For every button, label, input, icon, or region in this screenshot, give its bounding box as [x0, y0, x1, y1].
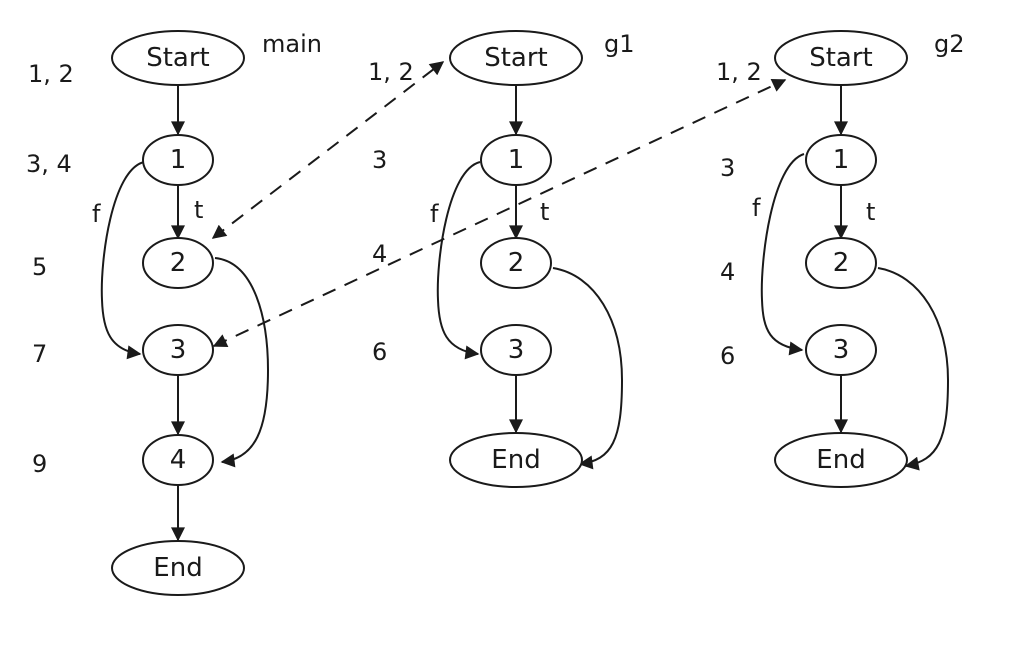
- line-label: 9: [32, 450, 47, 478]
- edge-1-to-3: [100, 161, 145, 360]
- svg-text:Start: Start: [146, 43, 210, 73]
- graph-main: main 1, 2 3, 4 5 7 9 t f Start 1 2 3: [26, 30, 322, 596]
- node-2: 2: [480, 237, 552, 289]
- node-end: End: [774, 432, 908, 488]
- node-2: 2: [142, 237, 214, 289]
- line-label: 6: [372, 338, 387, 366]
- svg-text:End: End: [153, 553, 202, 583]
- node-1: 1: [805, 134, 877, 186]
- svg-text:1: 1: [170, 145, 187, 175]
- node-start: Start: [449, 30, 583, 86]
- node-3: 3: [805, 324, 877, 376]
- line-label: 7: [32, 340, 47, 368]
- node-start: Start: [774, 30, 908, 86]
- graph-g2: g2 1, 2 3 4 6 t f Start 1 2 3 End: [716, 30, 965, 488]
- edge-label-true: t: [194, 196, 203, 224]
- edge-label-false: f: [430, 200, 439, 228]
- svg-text:1: 1: [833, 145, 850, 175]
- node-start: Start: [111, 30, 245, 86]
- edge-2-to-end: [877, 267, 950, 471]
- node-1: 1: [142, 134, 214, 186]
- svg-text:2: 2: [508, 248, 525, 278]
- edge-label-true: t: [866, 198, 875, 226]
- call-edge-main-2-to-g1-start: [211, 61, 445, 239]
- svg-text:2: 2: [833, 248, 850, 278]
- svg-text:3: 3: [170, 335, 187, 365]
- node-end: End: [449, 432, 583, 488]
- edge-2-to-4: [214, 257, 270, 468]
- svg-text:Start: Start: [484, 43, 548, 73]
- line-label: 1, 2: [28, 60, 74, 88]
- line-label: 5: [32, 253, 47, 281]
- node-end: End: [111, 540, 245, 596]
- edge-label-true: t: [540, 198, 549, 226]
- node-3: 3: [480, 324, 552, 376]
- graph-title-g2: g2: [934, 30, 965, 58]
- line-label: 4: [720, 258, 735, 286]
- line-label: 4: [372, 240, 387, 268]
- node-4: 4: [142, 434, 214, 486]
- svg-text:3: 3: [833, 335, 850, 365]
- svg-text:End: End: [816, 445, 865, 475]
- node-2: 2: [805, 237, 877, 289]
- node-1: 1: [480, 134, 552, 186]
- svg-text:Start: Start: [809, 43, 873, 73]
- line-label: 3: [372, 146, 387, 174]
- svg-text:4: 4: [170, 445, 187, 475]
- node-3: 3: [142, 324, 214, 376]
- line-label: 1, 2: [368, 58, 414, 86]
- line-label: 1, 2: [716, 58, 762, 86]
- edge-2-to-end: [552, 267, 624, 470]
- graph-g1: g1 1, 2 3 4 6 t f Start 1 2 3 End: [368, 30, 635, 488]
- line-label: 6: [720, 342, 735, 370]
- line-label: 3, 4: [26, 150, 72, 178]
- graph-title-g1: g1: [604, 30, 635, 58]
- edge-1-to-3: [760, 153, 805, 356]
- graph-title-main: main: [262, 30, 322, 58]
- edge-label-false: f: [752, 194, 761, 222]
- svg-text:1: 1: [508, 145, 525, 175]
- edge-1-to-3: [436, 161, 481, 360]
- svg-text:End: End: [491, 445, 540, 475]
- edge-label-false: f: [92, 200, 101, 228]
- svg-text:3: 3: [508, 335, 525, 365]
- svg-text:2: 2: [170, 248, 187, 278]
- line-label: 3: [720, 154, 735, 182]
- call-edge-main-3-to-g2-start: [212, 78, 787, 348]
